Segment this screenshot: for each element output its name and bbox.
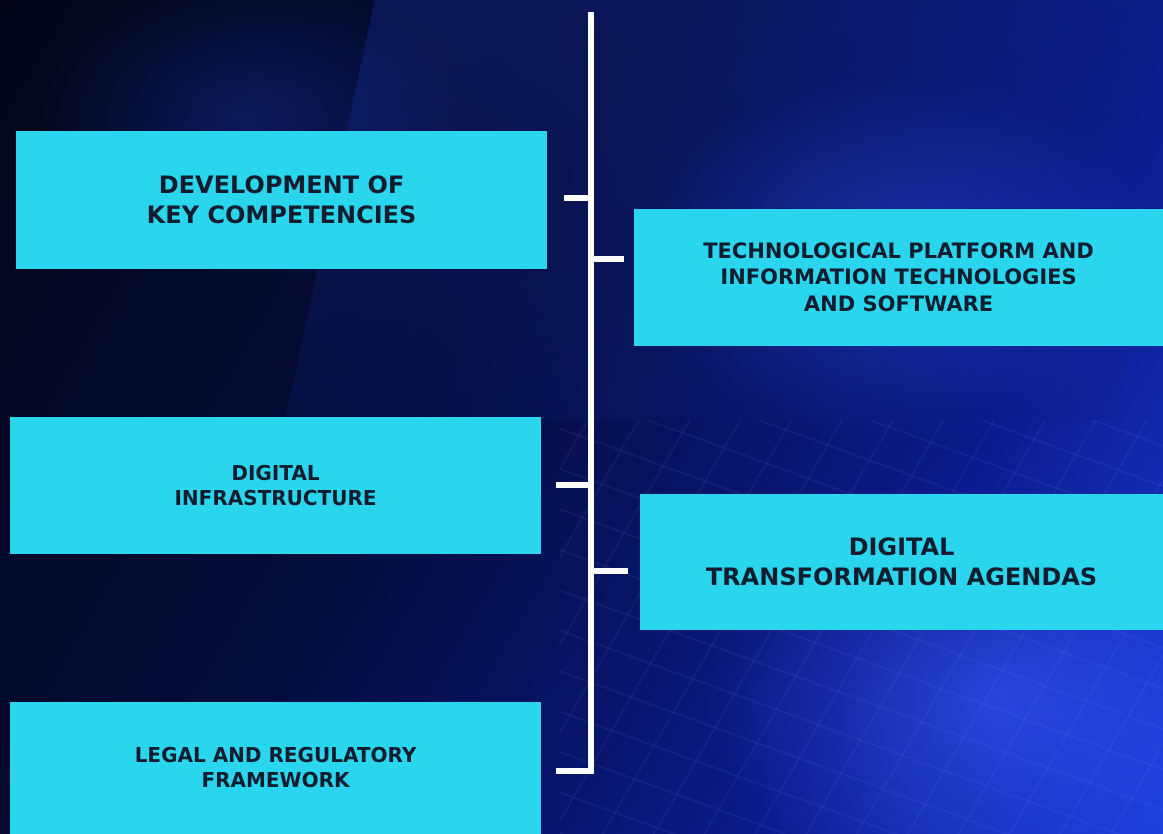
connector-legal: [556, 768, 592, 774]
node-label: DIGITAL INFRASTRUCTURE: [174, 460, 377, 510]
node-digital-infrastructure: DIGITAL INFRASTRUCTURE: [10, 417, 541, 554]
connector-agendas: [592, 568, 628, 574]
node-development-of-key-competencies: DEVELOPMENT OF KEY COMPETENCIES: [16, 131, 547, 269]
connector-trunk: [588, 12, 594, 774]
connector-technological: [592, 256, 624, 262]
node-legal-regulatory-framework: LEGAL AND REGULATORY FRAMEWORK: [10, 702, 541, 834]
node-label: DIGITAL TRANSFORMATION AGENDAS: [705, 533, 1098, 591]
connector-development: [564, 195, 592, 201]
node-technological-platform: TECHNOLOGICAL PLATFORM AND INFORMATION T…: [634, 209, 1163, 346]
node-label: TECHNOLOGICAL PLATFORM AND INFORMATION T…: [703, 239, 1094, 316]
connector-infrastructure: [556, 482, 592, 488]
node-digital-transformation-agendas: DIGITAL TRANSFORMATION AGENDAS: [640, 494, 1163, 630]
node-label: DEVELOPMENT OF KEY COMPETENCIES: [146, 171, 417, 229]
node-label: LEGAL AND REGULATORY FRAMEWORK: [134, 743, 417, 792]
